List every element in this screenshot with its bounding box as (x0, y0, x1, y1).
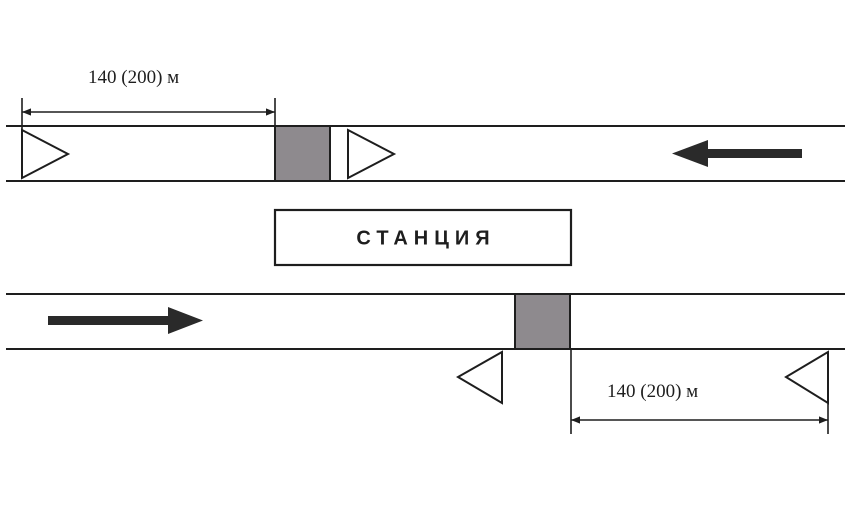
lower-crossing-block (514, 293, 571, 350)
lower-track (6, 293, 845, 405)
upper-crossing-block (274, 125, 331, 182)
lower-right-signal-icon (784, 350, 829, 405)
station-box (273, 208, 573, 267)
upper-middle-signal-icon (347, 128, 397, 180)
station: СТАНЦИЯ (273, 208, 573, 267)
upper-direction-arrow-icon (672, 140, 802, 167)
lower-direction-arrow-icon (48, 307, 203, 334)
lower-middle-signal-icon (456, 350, 503, 405)
lower-dimension-label: 140 (200) м (607, 381, 698, 402)
lower-dimension: 140 (200) м (570, 349, 829, 434)
station-label: СТАНЦИЯ (356, 227, 495, 249)
upper-left-signal-icon (21, 128, 71, 180)
upper-dimension-label: 140 (200) м (88, 67, 179, 88)
upper-track (6, 125, 845, 182)
upper-dimension: 140 (200) м (21, 67, 276, 130)
